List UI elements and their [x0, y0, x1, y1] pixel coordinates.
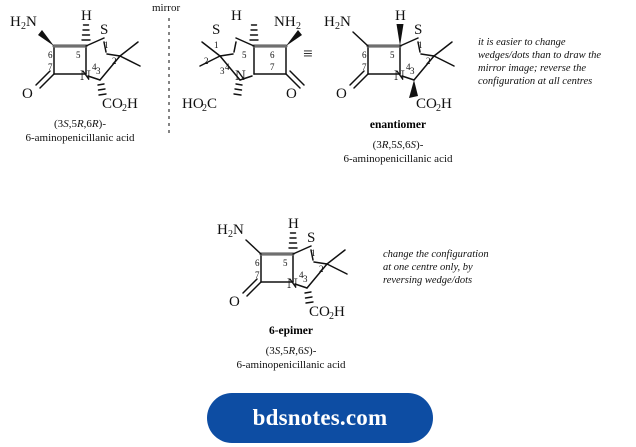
bdsnotes-watermark-button[interactable]: bdsnotes.com: [207, 393, 433, 443]
atom-label-acid: CO: [309, 304, 330, 320]
svg-text:6: 6: [48, 50, 53, 60]
svg-text:4: 4: [225, 62, 230, 72]
atom-label-oxygen: O: [286, 86, 297, 102]
atom-label-acid: HO: [182, 96, 204, 112]
svg-text:N: N: [340, 14, 351, 30]
equivalence-symbol: ≡: [303, 44, 313, 63]
atom-label-acid: CO: [416, 96, 437, 112]
svg-text:2: 2: [329, 311, 334, 322]
svg-text:N: N: [26, 14, 37, 30]
svg-text:7: 7: [255, 270, 260, 280]
structure-3-caption: (3R,5S,6S)- 6-aminopenicillanic acid: [318, 139, 478, 166]
atom-label-sulfur: S: [100, 22, 108, 38]
svg-text:H: H: [441, 96, 452, 112]
svg-text:3: 3: [220, 66, 225, 76]
atom-label-hydrogen: H: [231, 8, 242, 24]
note-top-line-1: it is easier to change: [478, 37, 566, 48]
structure-3-stereo-descriptor: (3R,5S,6S)-: [372, 139, 424, 151]
svg-text:2: 2: [436, 103, 441, 114]
svg-text:2: 2: [335, 21, 340, 32]
atom-label-oxygen: O: [22, 86, 33, 102]
svg-text:4: 4: [299, 270, 304, 280]
svg-text:6: 6: [255, 258, 260, 268]
structure-2-skeleton: NH 2 H S N O HO 2 C 1 2 3 4 5 6 7: [182, 8, 305, 114]
svg-text:3: 3: [96, 66, 101, 76]
svg-text:C: C: [207, 96, 217, 112]
svg-text:5: 5: [242, 50, 247, 60]
structure-3-compound-name: 6-aminopenicillanic acid: [343, 152, 453, 165]
atom-label-amine: H: [324, 14, 335, 30]
atom-label-oxygen: O: [229, 294, 240, 310]
svg-text:7: 7: [362, 62, 367, 72]
atom-label-oxygen: O: [336, 86, 347, 102]
svg-text:5: 5: [283, 258, 288, 268]
note-top-line-3: mirror image; reverse the: [478, 63, 586, 74]
svg-text:H: H: [334, 304, 345, 320]
structure-4-title: 6-epimer: [268, 325, 314, 337]
structure-4-caption: (3S,5R,6S)- 6-aminopenicillanic acid: [211, 345, 371, 372]
atom-label-nitrogen: N: [394, 68, 405, 84]
svg-text:2: 2: [202, 103, 207, 114]
svg-text:1: 1: [418, 40, 423, 50]
svg-text:2: 2: [122, 103, 127, 114]
svg-text:2: 2: [112, 56, 117, 66]
atom-label-hydrogen: H: [81, 8, 92, 24]
structure-4-compound-name: 6-aminopenicillanic acid: [236, 358, 346, 371]
mirror-line: [168, 18, 170, 134]
mirror-label: mirror: [152, 2, 181, 14]
atom-label-sulfur: S: [307, 230, 315, 246]
svg-text:2: 2: [426, 56, 431, 66]
bdsnotes-label: bdsnotes.com: [252, 405, 388, 430]
structure-4-skeleton: H 2 N H S N O CO 2 H 1 2 3 4 5 6 7: [217, 216, 348, 322]
svg-text:6: 6: [362, 50, 367, 60]
note-bottom: change the configuration at one centre o…: [383, 248, 543, 287]
atom-label-amine: H: [217, 222, 228, 238]
structure-3-title: enantiomer: [369, 119, 427, 131]
note-top-line-4: configuration at all centres: [478, 76, 593, 87]
atom-label-nitrogen: N: [235, 68, 246, 84]
atom-label-sulfur: S: [414, 22, 422, 38]
atom-label-sulfur: S: [212, 22, 220, 38]
svg-text:6: 6: [270, 50, 275, 60]
note-bottom-line-3: reversing wedge/dots: [383, 275, 473, 286]
atom-label-acid: CO: [102, 96, 123, 112]
structure-3-skeleton: H 2 N H S N O CO 2 H 1 2 3 4 5 6 7: [324, 8, 455, 114]
svg-text:5: 5: [76, 50, 81, 60]
svg-text:1: 1: [104, 40, 109, 50]
svg-text:3: 3: [303, 274, 308, 284]
atom-label-nitrogen: N: [80, 68, 91, 84]
atom-label-hydrogen: H: [395, 8, 406, 24]
svg-text:4: 4: [92, 62, 97, 72]
structure-4-stereo-descriptor: (3S,5R,6S)-: [265, 345, 317, 357]
structure-1-compound-name: 6-aminopenicillanic acid: [25, 131, 135, 144]
atom-label-nitrogen: N: [287, 276, 298, 292]
svg-text:N: N: [233, 222, 244, 238]
svg-text:7: 7: [48, 62, 53, 72]
note-bottom-line-2: at one centre only, by: [383, 262, 473, 273]
note-top: it is easier to change wedges/dots than …: [478, 36, 636, 88]
note-top-line-2: wedges/dots than to draw the: [478, 50, 602, 61]
note-bottom-line-1: change the configuration: [383, 249, 489, 260]
svg-text:7: 7: [270, 62, 275, 72]
atom-label-amine: H: [10, 14, 21, 30]
svg-text:2: 2: [21, 21, 26, 32]
structure-1-stereo-descriptor: (3S,5R,6R)-: [54, 118, 106, 130]
svg-text:H: H: [127, 96, 138, 112]
structure-1-caption: (3S,5R,6R)- 6-aminopenicillanic acid: [0, 118, 160, 145]
atom-label-amine: NH: [274, 14, 296, 30]
svg-text:1: 1: [214, 40, 219, 50]
svg-text:4: 4: [406, 62, 411, 72]
svg-text:5: 5: [390, 50, 395, 60]
svg-text:2: 2: [296, 21, 301, 32]
structure-1-skeleton: H 2 N H S N O CO 2 H 1 2 3 4 5 6 7: [10, 8, 141, 114]
svg-text:2: 2: [228, 229, 233, 240]
svg-text:2: 2: [319, 264, 324, 274]
svg-text:2: 2: [204, 56, 209, 66]
atom-label-hydrogen: H: [288, 216, 299, 232]
svg-text:1: 1: [311, 248, 316, 258]
svg-text:3: 3: [410, 66, 415, 76]
